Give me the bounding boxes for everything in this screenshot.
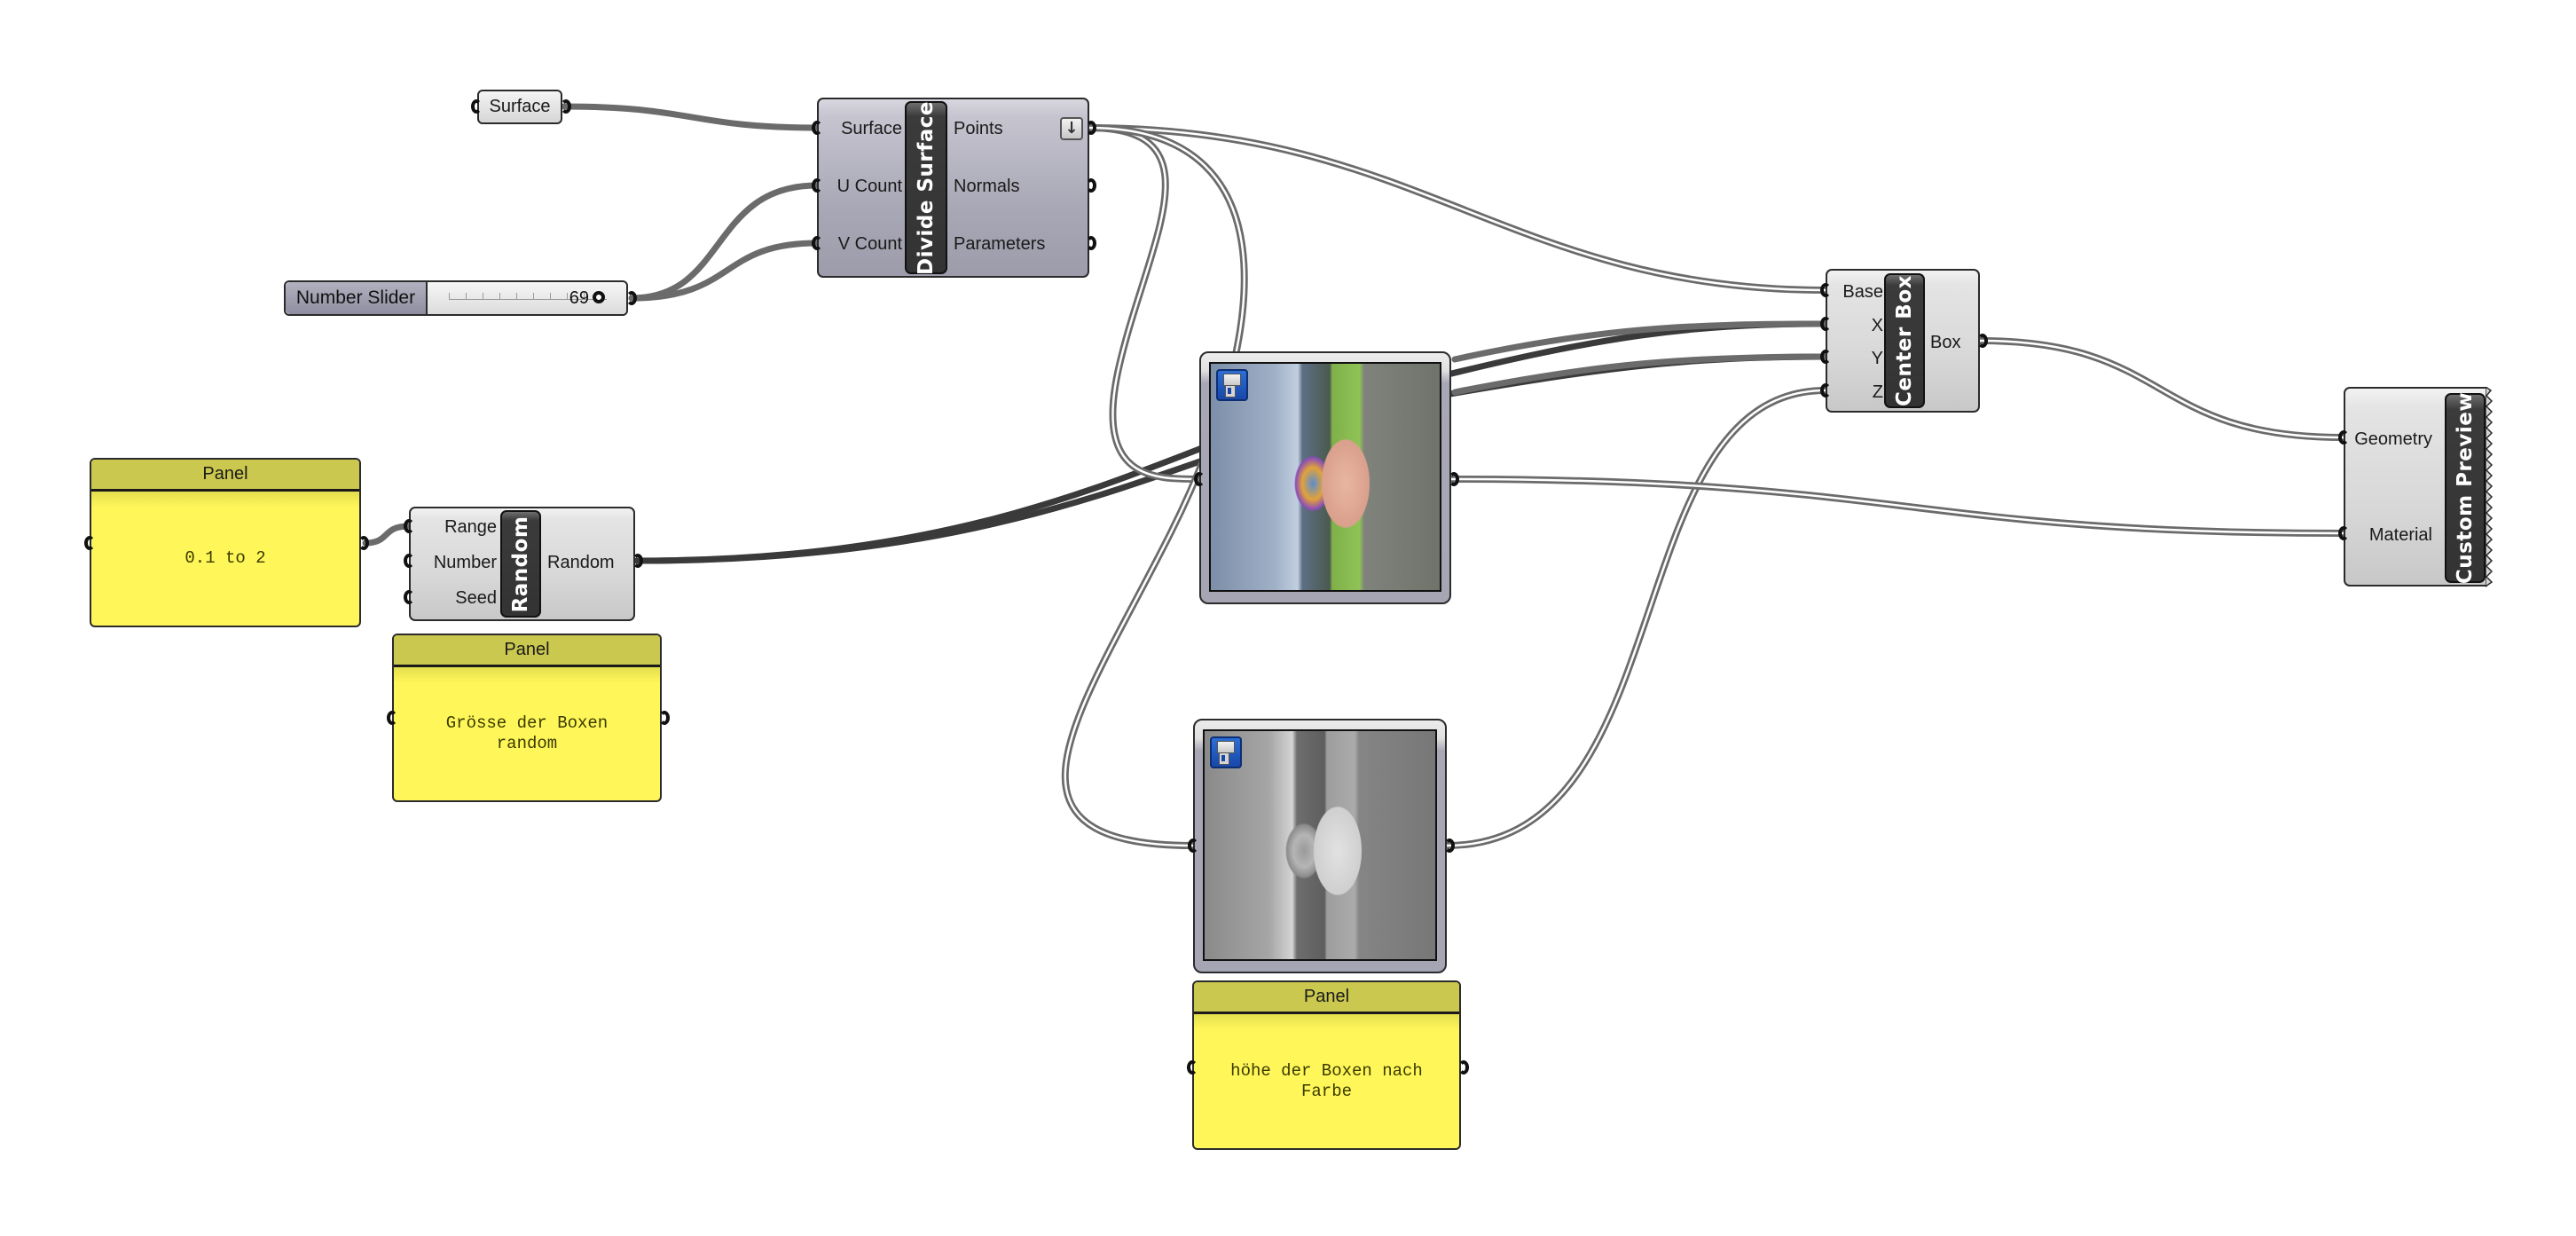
panel-height-note-port-out[interactable]: [1458, 1060, 1469, 1075]
centerbox-input-x: X: [1871, 316, 1883, 335]
wire-panel-to-range: [362, 523, 412, 547]
divide-output-parameters: Parameters: [954, 234, 1046, 254]
panel-range[interactable]: Panel 0.1 to 2: [90, 458, 361, 627]
image-gray-port-out[interactable]: [1444, 838, 1455, 853]
number-slider-label: Number Slider: [286, 282, 428, 314]
divide-parameters-port-out[interactable]: [1086, 236, 1096, 250]
centerbox-box-port-out[interactable]: [1977, 334, 1988, 348]
panel-height-note-port-in[interactable]: [1187, 1060, 1198, 1075]
centerbox-input-y: Y: [1871, 349, 1883, 368]
centerbox-input-z: Z: [1872, 382, 1883, 402]
centerbox-output-box: Box: [1930, 333, 1961, 352]
image-sampler-gray[interactable]: [1193, 719, 1447, 973]
divide-surface-port-in[interactable]: [812, 121, 822, 135]
wire-slider-to-ucount: [628, 182, 821, 302]
custom-preview-nickname[interactable]: Custom Preview: [2445, 392, 2486, 584]
image-color-port-out[interactable]: [1449, 472, 1459, 486]
random-seed-port-in[interactable]: [404, 590, 414, 604]
divide-input-vcount: V Count: [837, 234, 902, 254]
panel-random-note[interactable]: Panel Grösse der Boxen random: [392, 634, 662, 802]
random-range-port-in[interactable]: [404, 519, 414, 533]
panel-random-note-port-in[interactable]: [387, 711, 397, 725]
centerbox-y-port-in[interactable]: [1820, 350, 1831, 364]
wire-image2-to-z: [1445, 389, 1827, 847]
panel-range-port-in[interactable]: [84, 536, 95, 550]
zigzag-edge: [2486, 387, 2494, 587]
number-slider-track[interactable]: 69: [428, 282, 626, 314]
random-nickname[interactable]: Random: [500, 510, 541, 618]
preview-geometry-port-in[interactable]: [2338, 430, 2349, 445]
random-output-port[interactable]: [632, 554, 643, 568]
divide-output-normals: Normals: [954, 177, 1020, 196]
centerbox-z-port-in[interactable]: [1820, 383, 1831, 398]
surface-param-input-port[interactable]: [471, 99, 482, 114]
divide-surface-nickname[interactable]: Divide Surface: [905, 101, 947, 274]
centerbox-x-port-in[interactable]: [1820, 317, 1831, 331]
number-slider-value: 69: [569, 288, 589, 308]
panel-height-note[interactable]: Panel höhe der Boxen nach Farbe: [1192, 980, 1461, 1150]
divide-input-ucount: U Count: [836, 177, 902, 196]
divide-vcount-port-in[interactable]: [812, 236, 822, 250]
panel-range-port-out[interactable]: [358, 536, 369, 550]
panel-height-note-text[interactable]: höhe der Boxen nach Farbe: [1230, 1060, 1423, 1101]
surface-parameter[interactable]: Surface: [477, 90, 562, 124]
random-output-random: Random: [547, 553, 615, 572]
image-gray-port-in[interactable]: [1188, 838, 1198, 853]
surface-param-output-port[interactable]: [561, 99, 571, 114]
divide-points-port-out[interactable]: [1086, 121, 1096, 135]
random-component[interactable]: Range Number Seed Random Random: [409, 507, 635, 621]
wire-image1-to-material: [1449, 477, 2345, 535]
panel-random-note-title: Panel: [394, 635, 660, 667]
divide-input-surface: Surface: [841, 119, 902, 138]
wire-points-to-base: [1088, 126, 1827, 292]
wire-points-to-image1: [1088, 126, 1201, 481]
centerbox-input-base: Base: [1842, 282, 1883, 302]
random-input-number: Number: [433, 553, 497, 572]
random-input-range: Range: [444, 517, 497, 537]
centerbox-base-port-in[interactable]: [1820, 283, 1831, 297]
divide-ucount-port-in[interactable]: [812, 178, 822, 193]
center-box-component[interactable]: Base X Y Z Center Box Box: [1826, 269, 1980, 413]
panel-range-title: Panel: [91, 460, 359, 492]
wire-random-to-x-visible: [1451, 320, 1829, 363]
surface-parameter-label: Surface: [489, 97, 551, 116]
center-box-nickname[interactable]: Center Box: [1884, 273, 1925, 408]
preview-material-port-in[interactable]: [2338, 526, 2349, 540]
number-slider[interactable]: Number Slider 69: [284, 280, 628, 316]
down-arrow-icon[interactable]: ↓: [1060, 117, 1083, 140]
floppy-disk-icon[interactable]: [1216, 369, 1248, 401]
wire-slider-to-vcount: [628, 240, 821, 302]
custom-preview-component[interactable]: Geometry Material Custom Preview: [2344, 387, 2487, 587]
divide-output-points: Points: [954, 119, 1003, 138]
slider-knob[interactable]: [593, 291, 605, 303]
image-preview-gray: [1203, 729, 1437, 961]
divide-surface-component[interactable]: Surface U Count V Count Divide Surface P…: [817, 98, 1089, 278]
image-color-port-in[interactable]: [1194, 472, 1205, 486]
preview-input-material: Material: [2368, 525, 2432, 545]
floppy-disk-icon[interactable]: [1210, 736, 1242, 768]
wire-random-to-y-visible: [1451, 353, 1829, 396]
panel-random-note-text[interactable]: Grösse der Boxen random: [445, 713, 609, 753]
panel-height-note-title: Panel: [1194, 982, 1459, 1014]
preview-input-geometry: Geometry: [2354, 429, 2432, 449]
image-sampler-color[interactable]: [1199, 351, 1451, 604]
wire-box-to-geometry: [1978, 339, 2345, 439]
wire-surface-to-divide: [561, 103, 821, 131]
random-number-port-in[interactable]: [404, 554, 414, 568]
panel-range-text[interactable]: 0.1 to 2: [185, 548, 266, 568]
image-preview-color: [1209, 362, 1441, 592]
divide-normals-port-out[interactable]: [1086, 178, 1096, 193]
number-slider-output-port[interactable]: [626, 291, 637, 305]
panel-random-note-port-out[interactable]: [659, 711, 670, 725]
random-input-seed: Seed: [455, 588, 497, 608]
